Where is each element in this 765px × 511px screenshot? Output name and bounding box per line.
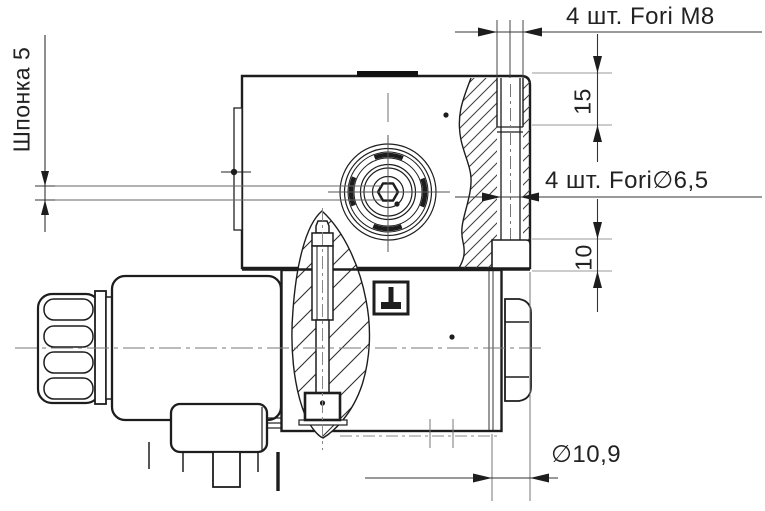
symbol-base: [381, 302, 401, 309]
stud-base-block: [303, 391, 342, 422]
arrow-right: [473, 473, 492, 483]
mounting-hole-channel: [491, 78, 531, 269]
thread-lines: [266, 417, 282, 429]
arrow-left: [523, 27, 542, 37]
label-holes-d65: 4 шт. Fori∅6,5: [545, 167, 709, 194]
left-plate: [233, 107, 243, 231]
dim-10: [532, 199, 612, 312]
valve-axis-boss: [328, 93, 450, 252]
knob-ribs: [43, 298, 94, 400]
label-holes-m8: 4 шт. Fori M8: [566, 3, 715, 30]
flange-section-hatch: [458, 77, 530, 269]
dim-m8: [455, 20, 762, 78]
cable-terminal: [212, 451, 241, 488]
arrow-up: [593, 271, 602, 288]
label-dim-10: 10: [570, 244, 597, 271]
arrow-right: [482, 192, 501, 202]
arrow-left: [530, 473, 549, 483]
dim-d65: [455, 192, 762, 202]
break-line-wavy: [458, 77, 472, 269]
arrow-down: [593, 56, 602, 73]
label-key-note: Шпонка 5: [8, 46, 35, 153]
label-dim-d109: ∅10,9: [551, 441, 622, 468]
counterbore: [491, 239, 531, 269]
key-extension-lines: [45, 185, 381, 201]
face-dot-lower: [449, 334, 455, 340]
arrow-down: [41, 171, 49, 186]
dim-15: [532, 34, 612, 162]
arrow-up: [41, 200, 49, 215]
arrow-left: [520, 192, 539, 202]
stud: [298, 208, 348, 450]
solenoid-assembly: [36, 274, 283, 491]
dim-key-5: [35, 35, 55, 232]
arrow-up: [593, 125, 602, 142]
stud-section: [242, 208, 530, 450]
hex-plug: [504, 298, 532, 402]
hatch-area-left: [459, 78, 497, 268]
hatch-area-right: [523, 78, 530, 240]
symbol-stem: [388, 287, 394, 304]
arrow-down: [593, 222, 602, 239]
arrow-right: [478, 27, 497, 37]
key-mark-dot: [230, 168, 238, 176]
port-symbol-box: [372, 280, 410, 316]
label-dim-15: 15: [569, 88, 596, 115]
boss-dot: [394, 201, 400, 207]
din-connector: [169, 402, 269, 454]
dim-d109: [365, 272, 558, 501]
face-dot-upper: [443, 112, 449, 118]
